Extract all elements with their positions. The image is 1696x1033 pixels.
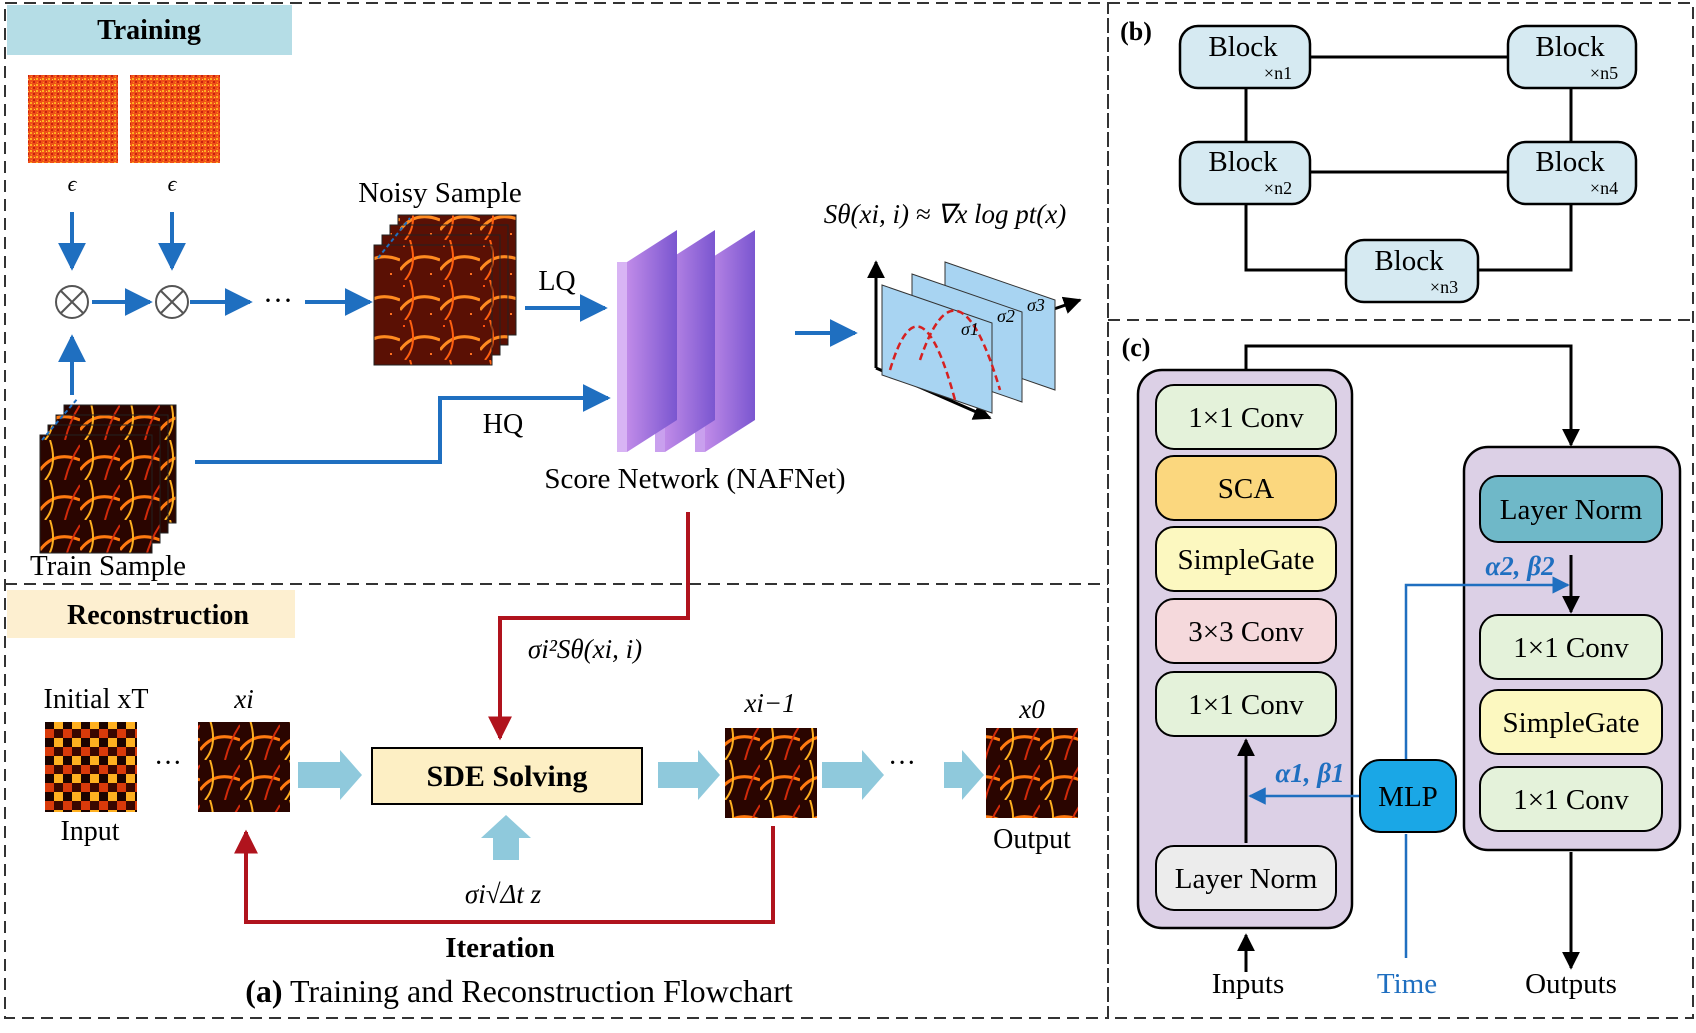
x0-label: x0 bbox=[1018, 694, 1045, 724]
left-conv1x1-bottom bbox=[1155, 671, 1337, 737]
sde-solving-box bbox=[371, 747, 643, 805]
left-conv1x1-top bbox=[1155, 384, 1337, 450]
block-n3-name: Block bbox=[1374, 245, 1444, 277]
block-n2-name: Block bbox=[1208, 146, 1278, 178]
block-n4: Block×n4 bbox=[1535, 146, 1618, 198]
output-image bbox=[986, 728, 1078, 818]
score-term: σi²Sθ(xi, i) bbox=[528, 634, 642, 664]
block-n4-mult: ×n4 bbox=[1590, 178, 1618, 198]
epsilon-label-2: ϵ bbox=[168, 171, 178, 196]
hq-label: HQ bbox=[483, 409, 523, 440]
block-n2: Block×n2 bbox=[1208, 146, 1292, 198]
right-conv1x1-bottom-label: 1×1 Conv bbox=[1513, 784, 1629, 816]
caption-a: (a) Training and Reconstruction Flowchar… bbox=[245, 973, 793, 1009]
multiply-op-2 bbox=[155, 285, 189, 319]
block-n4-name: Block bbox=[1535, 146, 1605, 178]
right-conv1x1-top-label: 1×1 Conv bbox=[1513, 632, 1629, 664]
reconstruction-header-bg bbox=[7, 590, 295, 638]
noisy-sample-stack bbox=[373, 214, 517, 366]
panel-b-connectors bbox=[1244, 55, 1573, 272]
panel-c-label: (c) bbox=[1122, 333, 1151, 362]
left-layernorm-box bbox=[1155, 845, 1337, 911]
right-layernorm-label: Layer Norm bbox=[1500, 494, 1643, 526]
caption-a-prefix: (a) bbox=[245, 973, 282, 1009]
score-network-icon bbox=[617, 230, 755, 452]
recon-light-arrows bbox=[298, 750, 984, 860]
conv3x3-box bbox=[1155, 598, 1337, 664]
xi-minus-1-label: xi−1 bbox=[743, 688, 795, 718]
noisy-sample-label: Noisy Sample bbox=[358, 177, 522, 209]
output-label: Output bbox=[993, 824, 1071, 855]
sigma2-label: σ2 bbox=[997, 306, 1015, 326]
panel-c-connectors bbox=[1237, 344, 1580, 972]
mlp-label: MLP bbox=[1378, 781, 1438, 813]
training-header: Training bbox=[97, 15, 201, 46]
noise-image-1 bbox=[28, 75, 118, 163]
time-lines bbox=[1248, 576, 1570, 958]
block-n5-name: Block bbox=[1535, 31, 1605, 63]
block-n3-mult: ×n3 bbox=[1430, 277, 1458, 297]
left-layernorm-label: Layer Norm bbox=[1175, 863, 1318, 895]
block-n3: Block×n3 bbox=[1374, 245, 1458, 297]
sigma-distribution-plot bbox=[867, 260, 1082, 420]
block-n1: Block×n1 bbox=[1208, 31, 1292, 83]
iteration-label: Iteration bbox=[445, 932, 555, 964]
input-image bbox=[45, 722, 137, 812]
training-dots: ··· bbox=[263, 284, 293, 317]
recon-dots-2: ··· bbox=[888, 748, 916, 779]
noise-term: σi√Δt z bbox=[465, 879, 542, 909]
xi-image bbox=[198, 722, 290, 812]
score-network-label: Score Network (NAFNet) bbox=[544, 463, 845, 495]
alpha2-beta2-label: α2, β2 bbox=[1485, 551, 1554, 581]
caption-a-text: Training and Reconstruction Flowchart bbox=[290, 973, 793, 1009]
iteration-arrow bbox=[234, 826, 775, 924]
sigma3-label: σ3 bbox=[1027, 295, 1045, 315]
lq-label: LQ bbox=[538, 266, 575, 297]
block-n5: Block×n5 bbox=[1535, 31, 1618, 83]
right-layernorm-box bbox=[1479, 475, 1663, 543]
left-conv1x1-bottom-label: 1×1 Conv bbox=[1188, 689, 1304, 721]
xi-minus-1-image bbox=[725, 728, 817, 818]
input-label: Input bbox=[60, 816, 119, 847]
sca-box bbox=[1155, 455, 1337, 521]
time-label: Time bbox=[1377, 968, 1437, 1000]
right-conv1x1-top bbox=[1479, 614, 1663, 680]
conv3x3-label: 3×3 Conv bbox=[1188, 616, 1304, 648]
sde-solving-label: SDE Solving bbox=[427, 760, 588, 793]
block-n1-name: Block bbox=[1208, 31, 1278, 63]
inputs-label: Inputs bbox=[1212, 968, 1285, 1000]
xi-label: xi bbox=[233, 684, 254, 714]
epsilon-label-1: ϵ bbox=[68, 171, 78, 196]
left-simplegate-box bbox=[1155, 526, 1337, 592]
multiply-op-1 bbox=[55, 285, 89, 319]
initial-xt-label: Initial xT bbox=[44, 684, 149, 715]
sca-label: SCA bbox=[1218, 473, 1274, 505]
block-n5-mult: ×n5 bbox=[1590, 63, 1618, 83]
alpha1-beta1-label: α1, β1 bbox=[1275, 758, 1344, 788]
block-n2-mult: ×n2 bbox=[1264, 178, 1292, 198]
mlp-box bbox=[1359, 759, 1457, 833]
reconstruction-header: Reconstruction bbox=[67, 600, 249, 631]
right-conv1x1-bottom bbox=[1479, 766, 1663, 832]
recon-dots-1: ··· bbox=[154, 748, 182, 779]
train-sample-label: Train Sample bbox=[30, 550, 186, 582]
outputs-label: Outputs bbox=[1525, 968, 1617, 1000]
right-simplegate-label: SimpleGate bbox=[1503, 707, 1640, 739]
score-equation: Sθ(xi, i) ≈ ∇x log pt(x) bbox=[824, 199, 1067, 229]
sigma1-label: σ1 bbox=[961, 319, 979, 339]
left-conv1x1-top-label: 1×1 Conv bbox=[1188, 402, 1304, 434]
block-n1-mult: ×n1 bbox=[1264, 63, 1292, 83]
panel-borders bbox=[4, 2, 1694, 1019]
score-to-sde-arrow bbox=[488, 512, 690, 741]
right-simplegate-box bbox=[1479, 689, 1663, 755]
panel-b-label: (b) bbox=[1120, 17, 1152, 46]
training-blue-arrows bbox=[58, 212, 858, 464]
training-header-bg bbox=[7, 5, 292, 55]
panel-b-blocks bbox=[1178, 24, 1638, 304]
left-simplegate-label: SimpleGate bbox=[1178, 544, 1315, 576]
train-sample-stack bbox=[39, 397, 177, 554]
noise-image-2 bbox=[130, 75, 220, 163]
